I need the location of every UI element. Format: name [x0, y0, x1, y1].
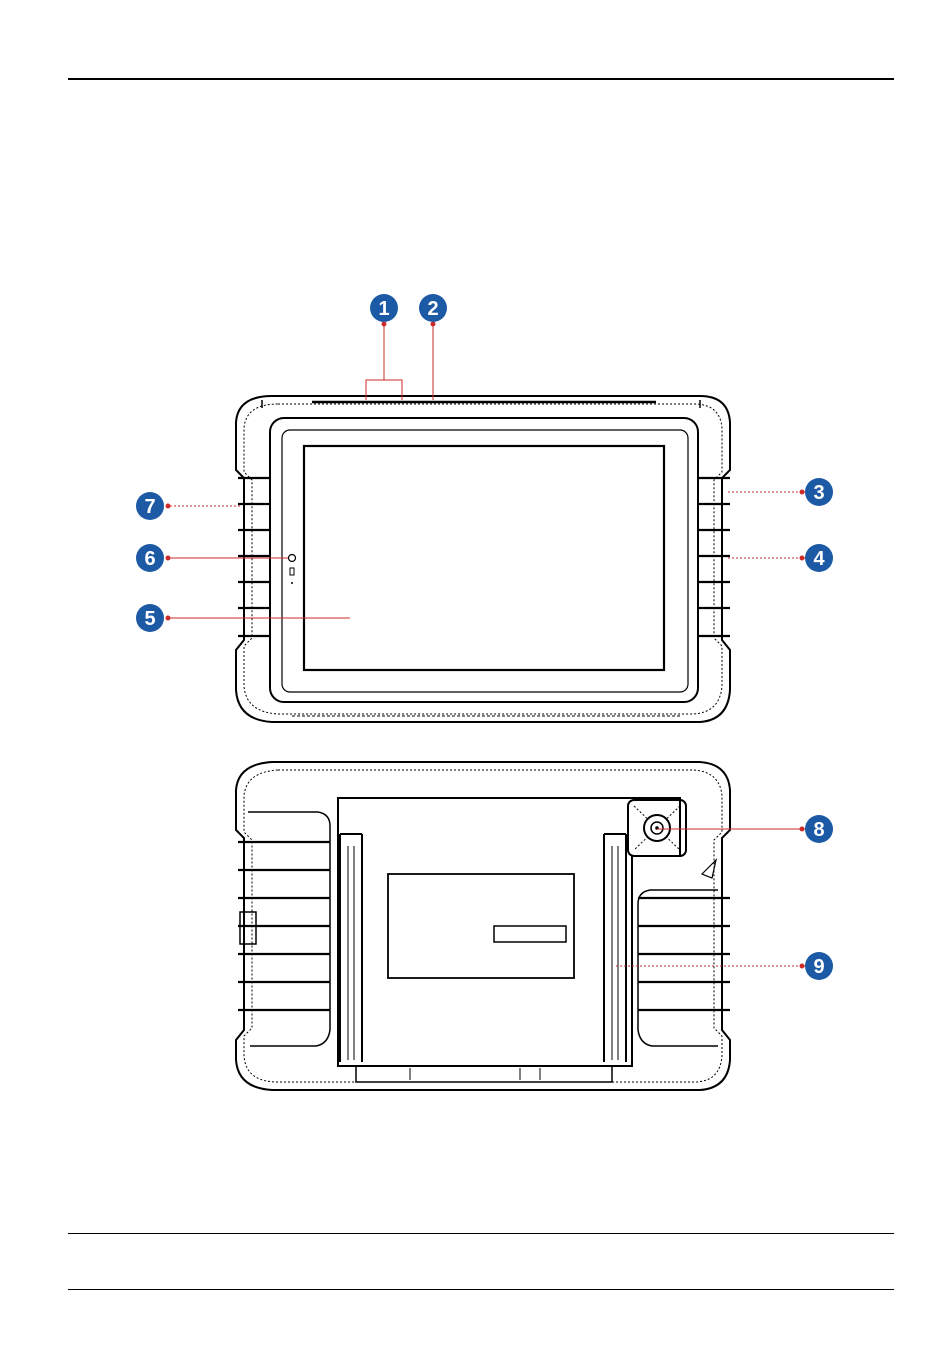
callout-9: 9	[805, 952, 833, 980]
callout-5: 5	[136, 604, 164, 632]
callout-7-label: 7	[144, 496, 155, 518]
callout-8-label: 8	[813, 819, 824, 841]
callout-1: 1	[370, 294, 398, 322]
tablet-rear-view	[236, 762, 730, 1090]
callout-1-label: 1	[378, 298, 389, 320]
callout-6-label: 6	[144, 548, 155, 570]
callout-5-label: 5	[144, 608, 155, 630]
callout-6: 6	[136, 544, 164, 572]
callout-4-label: 4	[813, 548, 825, 570]
callout-3-label: 3	[813, 482, 824, 504]
callout-4: 4	[805, 544, 833, 572]
callout-9-label: 9	[813, 956, 824, 978]
callout-8: 8	[805, 815, 833, 843]
callout-3: 3	[805, 478, 833, 506]
tablet-front-view	[236, 396, 730, 722]
callout-7: 7	[136, 492, 164, 520]
callout-2: 2	[419, 294, 447, 322]
callout-2-label: 2	[427, 298, 438, 320]
